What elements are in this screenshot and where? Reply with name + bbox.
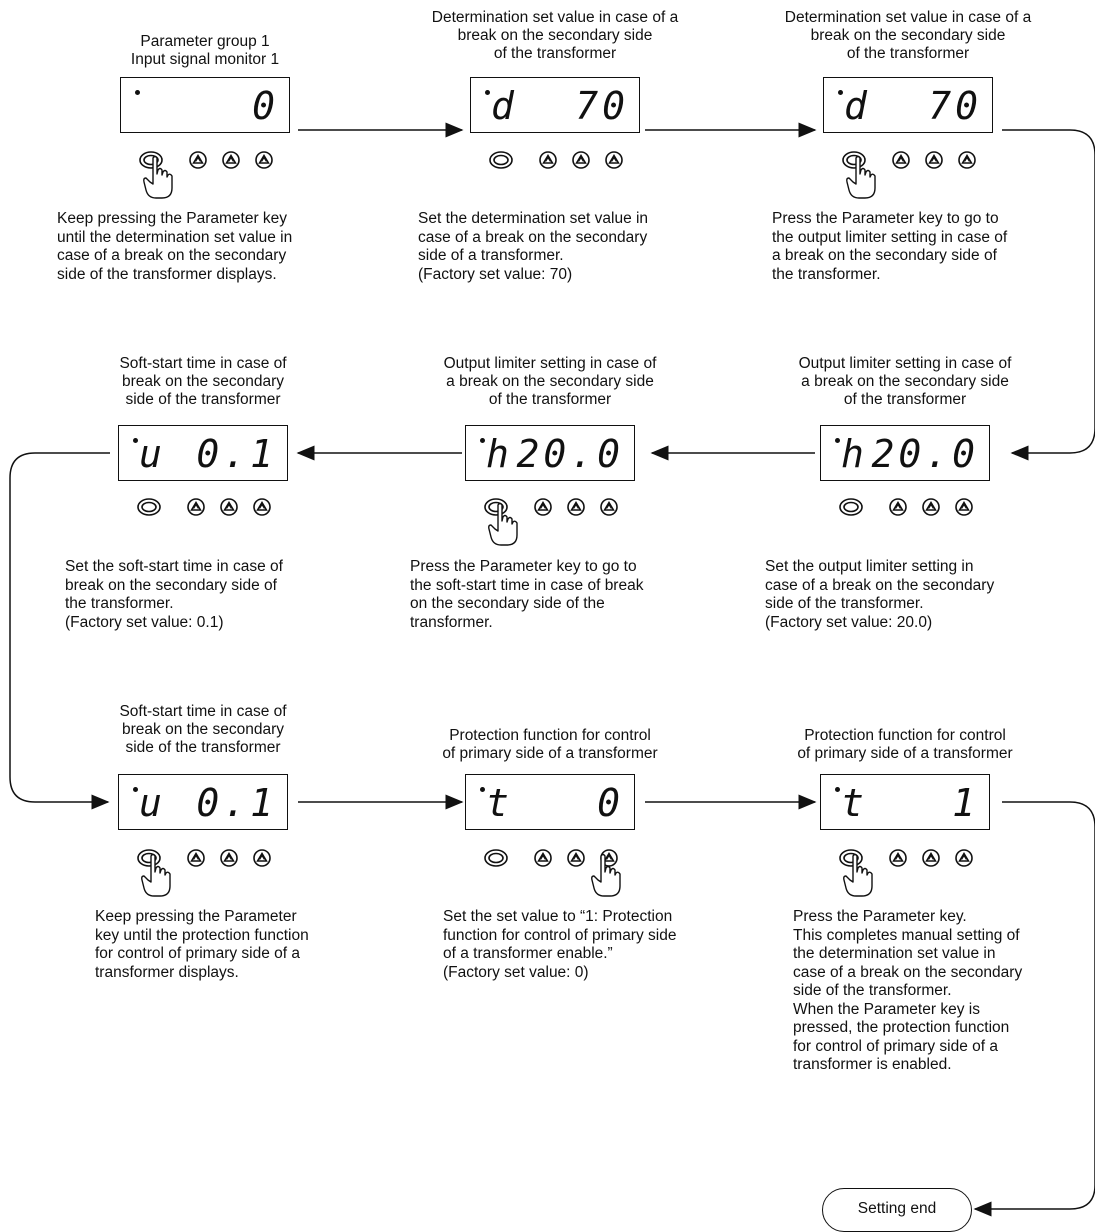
up-key-icon[interactable] <box>254 150 274 174</box>
up-key-icon[interactable] <box>888 497 908 521</box>
display-value: 1 <box>952 781 979 825</box>
up-key-icon[interactable] <box>186 497 206 521</box>
display-value: 20.0 <box>516 432 624 476</box>
lcd-display: u 0.1 <box>118 425 288 481</box>
step-title: Determination set value in case of a bre… <box>431 9 679 62</box>
parameter-key-icon[interactable] <box>483 497 509 521</box>
up-key-icon[interactable] <box>599 497 619 521</box>
display-dot <box>135 90 140 95</box>
arrow-3-4 <box>1002 129 1095 461</box>
display-value: 0 <box>252 84 279 128</box>
up-key-icon[interactable] <box>566 497 586 521</box>
step-title: Parameter group 1 Input signal monitor 1 <box>130 33 280 68</box>
step-title: Protection function for control of prima… <box>442 727 658 762</box>
display-value: 70 <box>575 84 629 128</box>
parameter-key-icon[interactable] <box>488 150 514 174</box>
display-dot <box>480 787 485 792</box>
parameter-key-icon[interactable] <box>136 848 162 872</box>
up-key-icon[interactable] <box>957 150 977 174</box>
up-key-icon[interactable] <box>533 848 553 872</box>
lcd-display: d 70 <box>470 77 640 133</box>
display-value: 70 <box>928 84 982 128</box>
step-description: Set the determination set value in case … <box>418 210 649 283</box>
step-title: Output limiter setting in case of a brea… <box>798 355 1012 408</box>
display-parameter-char: t <box>841 781 866 825</box>
display-dot <box>835 787 840 792</box>
setting-end-terminal: Setting end <box>822 1188 972 1232</box>
display-parameter-char: h <box>486 432 511 476</box>
display-dot <box>835 438 840 443</box>
up-key-icon[interactable] <box>888 848 908 872</box>
display-dot <box>133 438 138 443</box>
arrow-6-7 <box>9 452 110 810</box>
step-title: Soft-start time in case of break on the … <box>119 703 287 756</box>
pressing-hand-icon <box>487 501 521 552</box>
parameter-key-icon[interactable] <box>136 497 162 521</box>
display-dot <box>485 90 490 95</box>
display-parameter-char: h <box>841 432 866 476</box>
up-key-icon[interactable] <box>252 848 272 872</box>
display-dot <box>133 787 138 792</box>
parameter-key-icon[interactable] <box>838 497 864 521</box>
display-parameter-char: d <box>491 84 516 128</box>
up-key-icon[interactable] <box>891 150 911 174</box>
step-description: Set the soft-start time in case of break… <box>65 558 283 631</box>
step-title: Output limiter setting in case of a brea… <box>443 355 657 408</box>
parameter-key-icon[interactable] <box>841 150 867 174</box>
up-key-icon[interactable] <box>219 848 239 872</box>
display-value: 0.1 <box>196 781 277 825</box>
step-description: Keep pressing the Parameter key until th… <box>95 908 309 981</box>
up-key-icon[interactable] <box>954 497 974 521</box>
up-key-icon[interactable] <box>533 497 553 521</box>
up-key-icon[interactable] <box>252 497 272 521</box>
pressing-hand-icon <box>140 852 174 903</box>
up-key-icon[interactable] <box>921 848 941 872</box>
up-key-icon[interactable] <box>221 150 241 174</box>
up-key-icon[interactable] <box>186 848 206 872</box>
display-parameter-char: u <box>139 432 164 476</box>
step-description: Keep pressing the Parameter key until th… <box>57 210 293 283</box>
up-key-icon[interactable] <box>538 150 558 174</box>
display-dot <box>480 438 485 443</box>
up-key-icon[interactable] <box>921 497 941 521</box>
up-key-icon[interactable] <box>219 497 239 521</box>
parameter-key-icon[interactable] <box>838 848 864 872</box>
step-title: Determination set value in case of a bre… <box>784 9 1032 62</box>
up-key-icon[interactable] <box>571 150 591 174</box>
up-key-icon[interactable] <box>954 848 974 872</box>
pressing-hand-icon <box>842 852 876 903</box>
pressing-hand-icon <box>590 852 624 903</box>
display-parameter-char: t <box>486 781 511 825</box>
step-description: Press the Parameter key to go to the sof… <box>410 558 644 631</box>
pressing-hand-icon <box>845 154 879 205</box>
pressing-hand-icon <box>142 154 176 205</box>
lcd-display: u 0.1 <box>118 774 288 830</box>
step-description: Press the Parameter key. This completes … <box>793 908 1023 1073</box>
lcd-display: d 70 <box>823 77 993 133</box>
lcd-display: 0 <box>120 77 290 133</box>
step-description: Set the set value to “1: Protection func… <box>443 908 677 981</box>
display-parameter-char: d <box>844 84 869 128</box>
parameter-key-icon[interactable] <box>483 848 509 872</box>
display-dot <box>838 90 843 95</box>
display-parameter-char: u <box>139 781 164 825</box>
arrow-9-end <box>973 801 1095 1217</box>
display-value: 20.0 <box>871 432 979 476</box>
step-title: Soft-start time in case of break on the … <box>119 355 287 408</box>
up-key-icon[interactable] <box>604 150 624 174</box>
up-key-icon[interactable] <box>188 150 208 174</box>
step-title: Protection function for control of prima… <box>797 727 1013 762</box>
up-key-icon[interactable] <box>566 848 586 872</box>
up-key-icon[interactable] <box>924 150 944 174</box>
step-description: Press the Parameter key to go to the out… <box>772 210 1008 283</box>
display-value: 0.1 <box>196 432 277 476</box>
step-description: Set the output limiter setting in case o… <box>765 558 995 631</box>
display-value: 0 <box>597 781 624 825</box>
parameter-key-icon[interactable] <box>138 150 164 174</box>
